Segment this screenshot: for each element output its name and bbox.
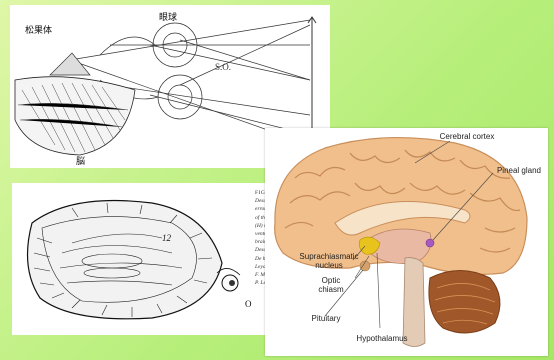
suprachiasmatic-nucleus-label: Suprachiasmatic nucleus — [285, 252, 373, 270]
pituitary-label: Pituitary — [301, 314, 351, 323]
pineal-gland-label: Pineal gland — [493, 166, 545, 175]
svg-text:S.O.: S.O. — [215, 62, 231, 72]
optic-chiasm-label: Optic chiasm — [309, 276, 353, 294]
hypothalamus-label: Hypothalamus — [347, 334, 417, 343]
cerebral-cortex-label: Cerebral cortex — [437, 132, 497, 141]
woodcut-brain-panel: 12 O FIGUR Desca errone of the (H) in ve… — [12, 183, 300, 335]
woodcut-figure-label: O — [245, 299, 252, 309]
brain-label: 脳 — [76, 154, 85, 167]
eyeball-label: 眼球 — [159, 10, 177, 23]
pineal-label: 松果体 — [25, 23, 52, 36]
svg-text:12: 12 — [162, 233, 172, 243]
brain-anatomy-panel: Cerebral cortex Pineal gland Suprachiasm… — [265, 128, 548, 356]
